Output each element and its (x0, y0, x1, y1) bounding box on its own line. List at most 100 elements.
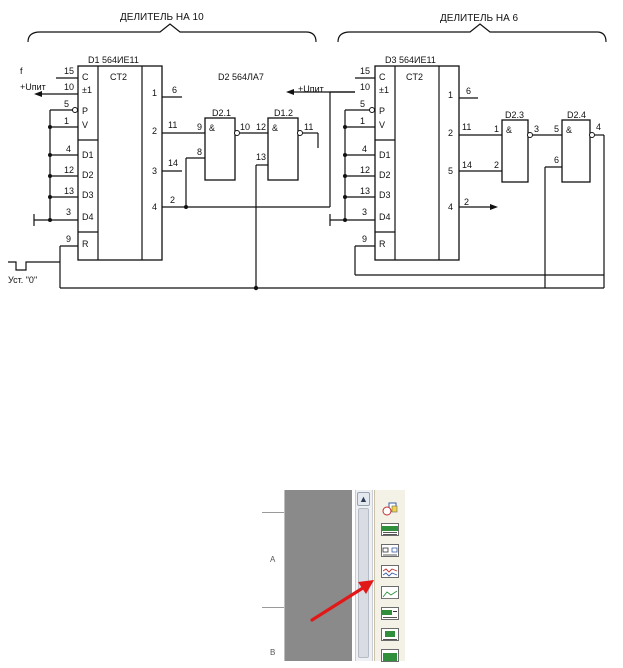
d1-in-d2: D2 (82, 170, 94, 180)
d1-pin-3: 3 (66, 207, 71, 217)
d1-rpin-6: 6 (172, 85, 177, 95)
d1-in-r: R (82, 239, 89, 249)
svg-text:D1: D1 (379, 150, 391, 160)
svg-text:D2.3: D2.3 (505, 110, 524, 120)
svg-text:5: 5 (360, 99, 365, 109)
svg-text:4: 4 (448, 202, 453, 212)
chevron-up-icon: ▲ (359, 494, 368, 504)
d1-pin-1: 1 (64, 116, 69, 126)
d1-in-v: V (82, 120, 88, 130)
svg-text:D2: D2 (379, 170, 391, 180)
reset-label: Уст. "0" (8, 275, 37, 285)
d1-out-3: 3 (152, 166, 157, 176)
svg-text:4: 4 (362, 144, 367, 154)
svg-text:1: 1 (360, 116, 365, 126)
d1-pin-13: 13 (64, 186, 74, 196)
upit-right-label: +Uпит (298, 84, 324, 94)
divider6-label: ДЕЛИТЕЛЬ НА 6 (440, 13, 519, 24)
svg-text:2: 2 (464, 197, 469, 207)
d1-pin-4: 4 (66, 144, 71, 154)
svg-text:D1.2: D1.2 (274, 108, 293, 118)
svg-text:2: 2 (448, 128, 453, 138)
svg-text:R: R (379, 239, 386, 249)
d1-pin-15: 15 (64, 66, 74, 76)
d1-in-d4: D4 (82, 212, 94, 222)
gate-d2-4: D2.4 & 5 6 4 (554, 110, 601, 183)
svg-text:8: 8 (197, 147, 202, 157)
chart-tool-icon[interactable] (381, 523, 399, 536)
svg-text:D2.1: D2.1 (212, 108, 231, 118)
svg-text:12: 12 (360, 165, 370, 175)
divider6-brace (337, 23, 607, 43)
d1-pin-9: 9 (66, 234, 71, 244)
d1-title: D1 564ИЕ11 (88, 55, 139, 65)
d1-pin-5: 5 (64, 99, 69, 109)
d1-out-4: 4 (152, 202, 157, 212)
svg-text:6: 6 (466, 86, 471, 96)
block-tool-icon[interactable] (381, 628, 399, 641)
editor-window-crop: A B ▲ (262, 490, 405, 662)
circuit-schematic: ДЕЛИТЕЛЬ НА 10 ДЕЛИТЕЛЬ НА 6 D1 564ИЕ11 … (8, 12, 607, 291)
d1-rpin-11: 11 (168, 120, 177, 130)
d1-pin-12: 12 (64, 165, 74, 175)
svg-text:12: 12 (256, 122, 266, 132)
gate-d1-2: D1.2 & 12 13 11 (256, 108, 313, 181)
divider10-label: ДЕЛИТЕЛЬ НА 10 (120, 12, 204, 23)
svg-text:C: C (379, 72, 386, 82)
svg-text:14: 14 (462, 160, 472, 170)
d1-in-d1: D1 (82, 150, 94, 160)
svg-text:10: 10 (240, 122, 250, 132)
svg-text:9: 9 (197, 122, 202, 132)
d1-pin-10: 10 (64, 82, 74, 92)
d1-rpin-2: 2 (170, 195, 175, 205)
svg-text:3: 3 (534, 124, 539, 134)
table-tool-icon[interactable] (381, 607, 399, 620)
svg-text:11: 11 (462, 122, 471, 132)
divider10-brace (27, 23, 317, 43)
shapes-tool-icon[interactable] (381, 502, 399, 516)
d1-in-c: C (82, 72, 89, 82)
d1-in-d3: D3 (82, 190, 94, 200)
svg-text:13: 13 (360, 186, 370, 196)
d1-in-p: P (82, 106, 88, 116)
ruler-letter-b: B (270, 648, 276, 657)
waveform-tool-icon[interactable] (381, 565, 399, 578)
connector-tool-icon[interactable] (381, 544, 399, 557)
svg-text:13: 13 (256, 152, 266, 162)
svg-text:1: 1 (448, 90, 453, 100)
upit-left-label: +Uпит (20, 82, 46, 92)
svg-text:D3: D3 (379, 190, 391, 200)
d1-out-1: 1 (152, 88, 157, 98)
svg-text:D2.4: D2.4 (567, 110, 586, 120)
svg-text:5: 5 (448, 166, 453, 176)
svg-text:1: 1 (494, 124, 499, 134)
svg-text:P: P (379, 106, 385, 116)
d3-title: D3 564ИЕ11 (385, 55, 436, 65)
svg-text:6: 6 (554, 155, 559, 165)
f-label: f (20, 66, 23, 76)
svg-text:4: 4 (596, 122, 601, 132)
svg-text:V: V (379, 120, 385, 130)
d1-ct: CT2 (110, 72, 127, 82)
ruler-letter-a: A (270, 555, 276, 564)
d1-in-pm1: ±1 (82, 85, 92, 95)
svg-text:&: & (209, 123, 215, 133)
svg-text:3: 3 (362, 207, 367, 217)
d1-out-2: 2 (152, 126, 157, 136)
svg-text:11: 11 (304, 122, 313, 132)
gate-d2-1: D2.1 & 9 8 10 (197, 108, 250, 181)
d1-rpin-14: 14 (168, 158, 178, 168)
vertical-ruler: A B (262, 490, 285, 661)
scroll-up-button[interactable]: ▲ (357, 492, 370, 506)
svg-text:10: 10 (360, 82, 370, 92)
chip-d1: D1 564ИЕ11 CT2 C ±1 P V D1 D2 D3 D4 R 15… (64, 55, 178, 261)
svg-text:&: & (272, 123, 278, 133)
tool-palette (374, 490, 405, 662)
svg-text:±1: ±1 (379, 85, 389, 95)
svg-text:&: & (506, 125, 512, 135)
svg-text:2: 2 (494, 160, 499, 170)
svg-text:D4: D4 (379, 212, 391, 222)
drawing-canvas[interactable] (285, 490, 352, 661)
chip-d3: D3 564ИЕ11 CT2 C ±1 P V D1 D2 D3 D4 R 15… (360, 55, 472, 261)
graph-tool-icon[interactable] (381, 586, 399, 599)
